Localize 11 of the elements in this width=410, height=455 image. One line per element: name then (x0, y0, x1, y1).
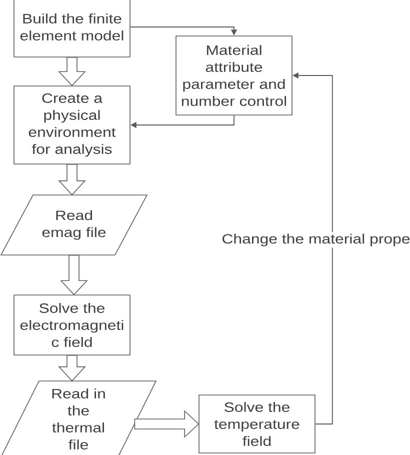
process-box: Solve the electromagneti c field (14, 294, 130, 356)
edge-label: Change the material prope (220, 232, 410, 248)
process-box: Solve the temperature field (198, 394, 316, 454)
block-arrow (58, 57, 86, 86)
process-box: Create a physical environment for analysis (14, 86, 130, 164)
process-box: Build the finite element model (14, 0, 130, 58)
block-arrow (58, 164, 86, 196)
block-arrow (60, 254, 88, 296)
process-box: Material attribute parameter and number control (176, 36, 292, 116)
block-arrow (58, 355, 86, 382)
block-arrow (134, 410, 200, 438)
